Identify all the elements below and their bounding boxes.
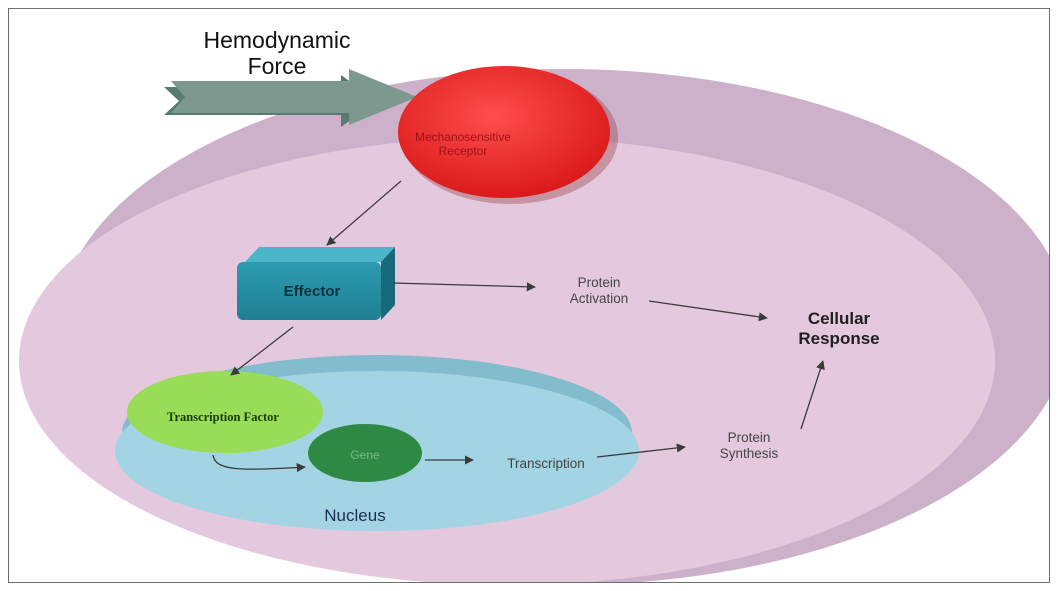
effector-label: Effector — [247, 283, 377, 300]
cellular-response-label: Cellular Response — [769, 309, 909, 348]
protein-activation-line-1: Protein — [539, 275, 659, 291]
receptor-label-line-2: Receptor — [393, 145, 533, 159]
protein-synthesis-line-2: Synthesis — [689, 446, 809, 462]
receptor-label-line-1: Mechanosensitive — [393, 131, 533, 145]
transcription-label: Transcription — [481, 456, 611, 472]
nucleus-label: Nucleus — [295, 506, 415, 526]
diagram-title: Hemodynamic Force — [177, 27, 377, 80]
protein-activation-label: Protein Activation — [539, 275, 659, 306]
protein-activation-line-2: Activation — [539, 291, 659, 307]
protein-synthesis-label: Protein Synthesis — [689, 430, 809, 461]
gene-label: Gene — [309, 449, 421, 463]
protein-synthesis-line-1: Protein — [689, 430, 809, 446]
transcription-factor-label: Transcription Factor — [127, 410, 319, 424]
diagram-frame: Hemodynamic Force Mechanosensitive Recep… — [8, 8, 1050, 583]
title-line-2: Force — [177, 53, 377, 79]
cellular-response-line-1: Cellular — [769, 309, 909, 329]
cellular-response-line-2: Response — [769, 329, 909, 349]
receptor-label: Mechanosensitive Receptor — [393, 131, 533, 159]
pathway-diagram — [9, 9, 1050, 583]
title-line-1: Hemodynamic — [177, 27, 377, 53]
